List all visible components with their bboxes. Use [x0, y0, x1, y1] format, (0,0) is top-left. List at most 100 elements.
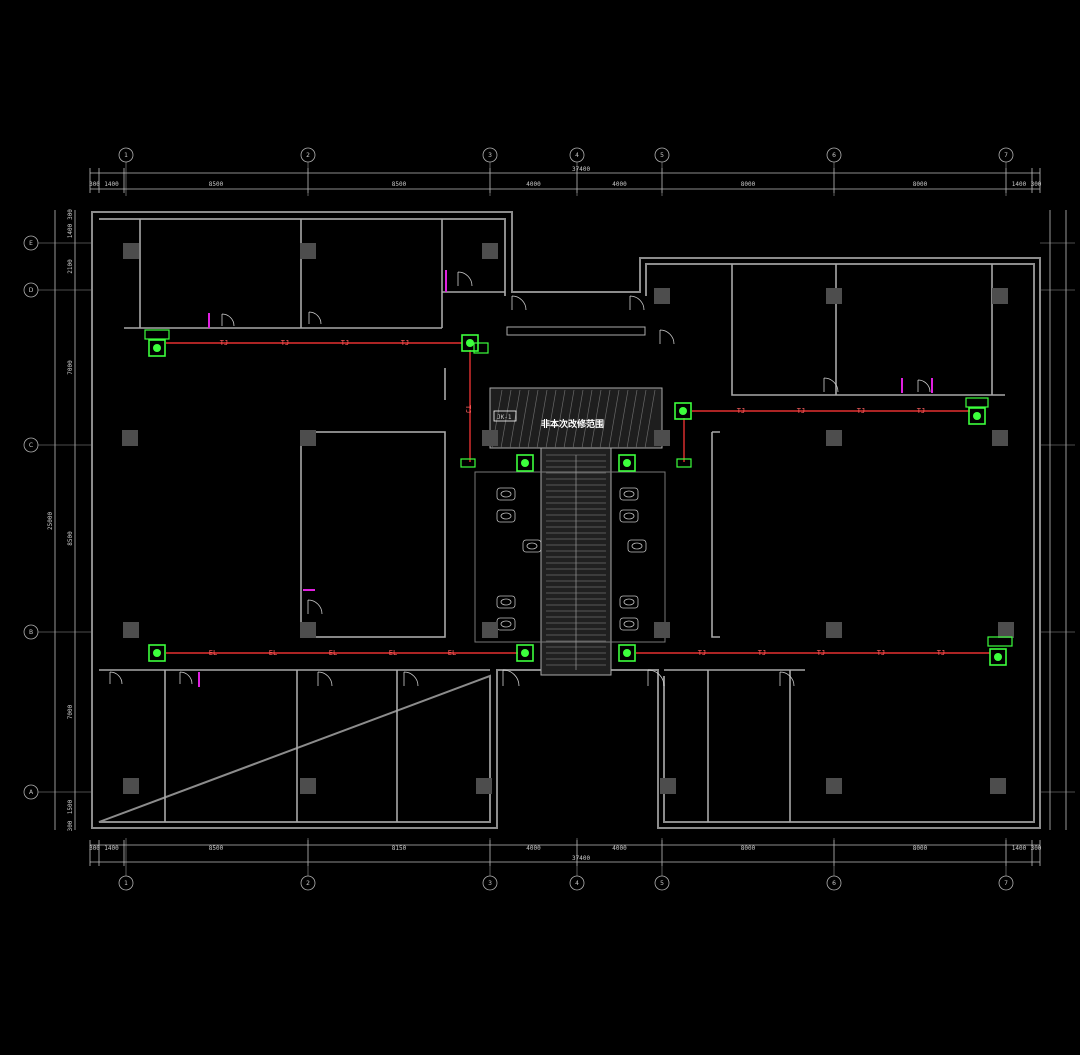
door-accents: [198, 270, 933, 687]
sprinkler-core-icon: [623, 459, 631, 467]
grid-bubble-label: 2: [306, 880, 310, 887]
grid-bubble-icon: [23, 437, 39, 453]
bottom-total-dim: 37400: [572, 855, 590, 862]
bottom-dim-label: 8150: [392, 845, 407, 852]
left-dim-label: 300: [67, 820, 74, 831]
toilet-fixtures: [496, 487, 647, 631]
pipe-tag: EL: [269, 649, 277, 657]
pipe-tag: EL: [448, 649, 456, 657]
top-dim-label: 4000: [526, 181, 541, 188]
toilet-fixture-icon: [522, 539, 542, 553]
door-swing-icon: [823, 377, 839, 393]
core-hatch: [644, 389, 656, 449]
toilet-fixture-icon: [496, 509, 516, 523]
door-swing-icon: [917, 379, 931, 393]
bottom-dim-label: 1400: [104, 845, 119, 852]
column-icon: [476, 778, 492, 794]
left-dim-label: 8500: [67, 531, 74, 546]
toilet-bowl-icon: [526, 542, 538, 550]
grid-bubble-label: 6: [832, 880, 836, 887]
grid-lines-vertical: [125, 162, 1007, 876]
toilet-fixture-icon: [619, 595, 639, 609]
grid-bubble-label: 5: [660, 152, 664, 159]
grid-bubble-icon: [23, 624, 39, 640]
door-swing-icon: [221, 313, 235, 327]
bottom-dim-label: 8000: [741, 845, 756, 852]
top-dim-label: 8500: [392, 181, 407, 188]
core-hatch: [527, 389, 539, 449]
core-hatch: [572, 389, 584, 449]
core-hatch: [581, 389, 593, 449]
valve-box-icon: [144, 329, 170, 340]
core-hatch: [635, 389, 647, 449]
grid-bubble-icon: [569, 875, 585, 891]
grid-bubble-icon: [654, 875, 670, 891]
grid-bubble-icon: [300, 875, 316, 891]
top-dim-label: 8500: [209, 181, 224, 188]
interior-partitions: [99, 219, 1005, 822]
pipe-tag: EL: [329, 649, 337, 657]
sprinkler-head-icon: [148, 644, 166, 662]
top-dim-label: 1400: [104, 181, 119, 188]
column-icon: [300, 430, 316, 446]
sprinkler-head-icon: [618, 454, 636, 472]
grid-bubble-label: C: [29, 442, 33, 449]
column-icon: [482, 243, 498, 259]
pipe-tag: TJ: [817, 649, 825, 657]
bottom-dim-label: 4000: [526, 845, 541, 852]
grid-bubble-icon: [998, 147, 1014, 163]
valve-box-icon: [965, 397, 989, 408]
top-dim-label: 8000: [741, 181, 756, 188]
door-swing-icon: [659, 329, 675, 345]
toilet-bowl-icon: [500, 598, 512, 606]
sprinkler-core-icon: [994, 653, 1002, 661]
sprinkler-head-icon: [968, 407, 986, 425]
sprinkler-core-icon: [466, 339, 474, 347]
pipe-tag: TJ: [857, 407, 865, 415]
column-icon: [122, 430, 138, 446]
sprinkler-head-icon: [516, 454, 534, 472]
grid-bubble-icon: [23, 784, 39, 800]
core-hatch: [626, 389, 638, 449]
core-hatch: [554, 389, 566, 449]
sprinkler-core-icon: [521, 459, 529, 467]
core-hatch: [608, 389, 620, 449]
door-swing-icon: [629, 295, 645, 311]
column-icon: [482, 622, 498, 638]
grid-bubble-label: 7: [1004, 152, 1008, 159]
sprinkler-core-icon: [623, 649, 631, 657]
grid-bubble-label: B: [29, 629, 33, 636]
column-icon: [300, 622, 316, 638]
column-icon: [826, 778, 842, 794]
column-icon: [826, 288, 842, 304]
pipe-tag: TJ: [220, 339, 228, 347]
out-of-scope-note: 非本次改修范围: [541, 418, 604, 430]
valve-box-icon: [460, 458, 476, 468]
pipe-tag: TJ: [877, 649, 885, 657]
structural-columns: [122, 243, 1014, 794]
column-icon: [660, 778, 676, 794]
top-total-dim: 37400: [572, 166, 590, 173]
door-swing-icon: [511, 295, 527, 311]
sprinkler-core-icon: [973, 412, 981, 420]
grid-bubble-label: 4: [575, 152, 579, 159]
grid-bubble-icon: [826, 875, 842, 891]
toilet-bowl-icon: [623, 490, 635, 498]
pipe-tag: EL: [389, 649, 397, 657]
bottom-dim-label: 8000: [913, 845, 928, 852]
toilet-bowl-icon: [623, 598, 635, 606]
left-dim-label: 1400: [67, 223, 74, 238]
sprinkler-piping: [166, 342, 990, 654]
left-dim-label: 2100: [67, 259, 74, 274]
core-hatch: [536, 389, 548, 449]
toilet-bowl-icon: [631, 542, 643, 550]
sprinkler-head-icon: [674, 402, 692, 420]
vertical-pipe-tag: TJ: [464, 405, 472, 413]
bottom-dim-label: 300: [1031, 845, 1042, 852]
toilet-bowl-icon: [623, 512, 635, 520]
